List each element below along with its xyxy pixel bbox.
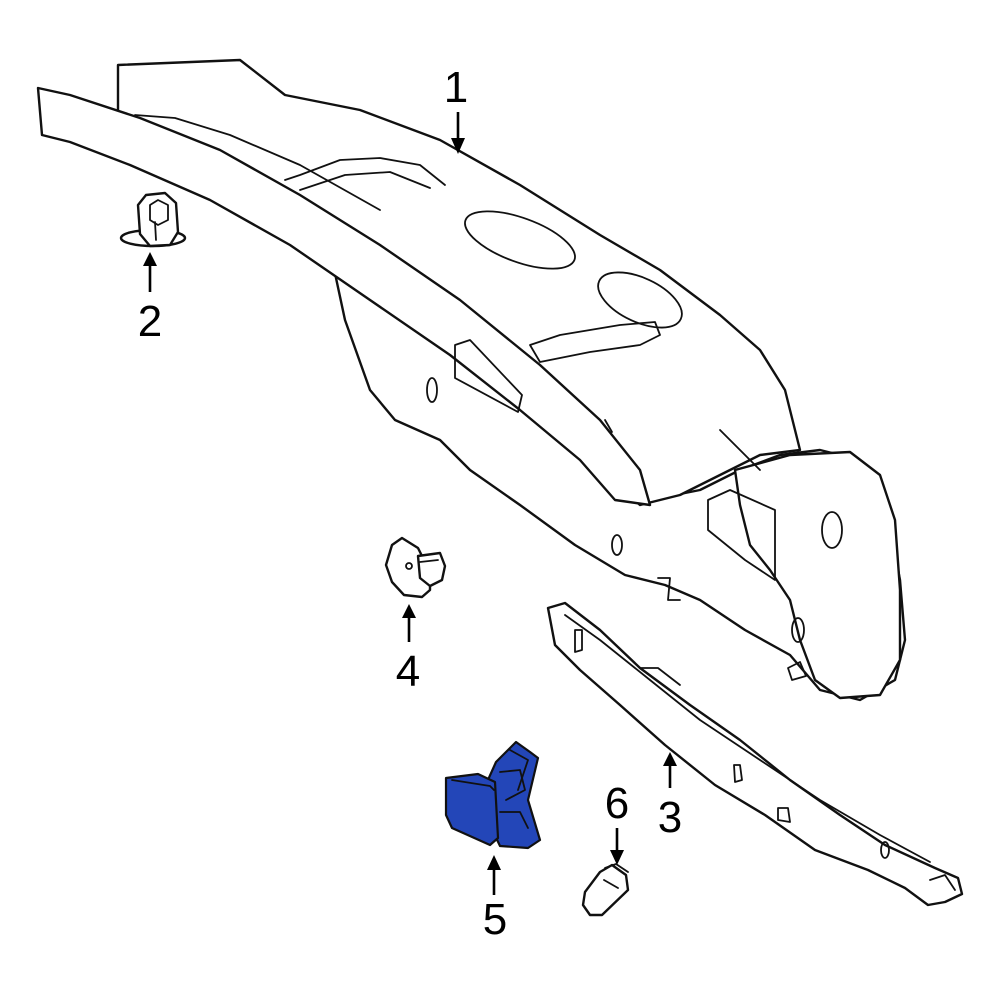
callout-6-label: 6: [605, 779, 629, 828]
part-4-rivet-clip[interactable]: [384, 536, 447, 599]
callout-4-leader: [402, 604, 416, 642]
callout-3-leader: [663, 752, 677, 788]
callout-6-leader: [610, 828, 624, 865]
callout-2-leader: [143, 252, 157, 292]
part-6-bulb[interactable]: [581, 863, 630, 917]
callout-5-leader: [487, 855, 501, 895]
part-2-push-clip[interactable]: [119, 191, 187, 248]
callout-3-label: 3: [658, 793, 682, 842]
part-5-lamp-housing[interactable]: [444, 740, 542, 850]
callout-5-label: 5: [483, 895, 507, 944]
callout-1-leader: [451, 112, 465, 154]
callout-1-label: 1: [444, 63, 468, 112]
callout-4-label: 4: [396, 647, 420, 696]
part-1-trunk-trim-panel[interactable]: [36, 58, 907, 702]
part-3-trim-strip[interactable]: [546, 601, 964, 907]
callout-2-label: 2: [138, 297, 162, 346]
